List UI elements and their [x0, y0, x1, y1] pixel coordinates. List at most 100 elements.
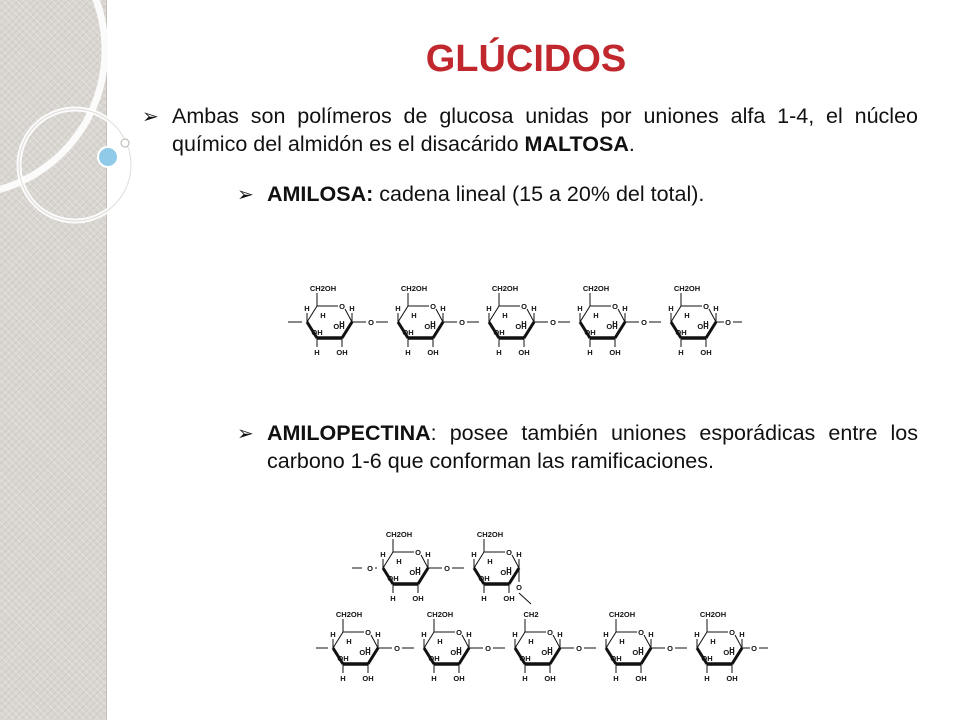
- atom-label: H: [587, 348, 592, 357]
- bullet-amilosa: ➢ AMILOSA: cadena lineal (15 a 20% del t…: [237, 180, 927, 208]
- ring-oxygen-label: O: [612, 302, 618, 311]
- atom-label: OH: [700, 348, 711, 357]
- accent-dot-icon: [97, 146, 119, 168]
- bond-bold: [366, 647, 380, 665]
- bond-line: [370, 634, 379, 649]
- atom-label: OH: [493, 328, 504, 337]
- ch2oh-label: CH2: [523, 610, 538, 619]
- atom-label: H: [593, 311, 598, 320]
- atom-label: OH: [675, 328, 686, 337]
- ring-oxygen-label: O: [339, 302, 345, 311]
- ring-oxygen-label: O: [415, 548, 421, 557]
- bond-bold: [340, 321, 354, 339]
- bond-line: [306, 305, 318, 323]
- atom-label: OH: [412, 594, 423, 603]
- atom-label: OH: [519, 654, 530, 663]
- atom-label: OH: [402, 328, 413, 337]
- atom-label: H: [421, 630, 426, 639]
- atom-label: H: [557, 630, 562, 639]
- ch2oh-label: CH2OH: [401, 284, 427, 293]
- atom-label: H: [349, 304, 354, 313]
- atom-label: H: [619, 637, 624, 646]
- bond-bold: [639, 647, 653, 665]
- atom-label: H: [522, 674, 527, 683]
- atom-label: H: [340, 674, 345, 683]
- atom-label: H: [496, 348, 501, 357]
- atom-label: H: [739, 630, 744, 639]
- atom-label: H: [694, 630, 699, 639]
- bond-bold: [396, 321, 410, 339]
- bond-line: [514, 631, 526, 649]
- bullet-strong: MALTOSA: [524, 132, 629, 156]
- bond-line: [511, 554, 520, 569]
- ch2oh-label: CH2OH: [700, 610, 726, 619]
- atom-label: H: [528, 637, 533, 646]
- ring-oxygen-label: O: [430, 302, 436, 311]
- atom-label: OH: [723, 648, 734, 657]
- atom-label: OH: [359, 648, 370, 657]
- ch2oh-label: CH2OH: [310, 284, 336, 293]
- bond-line: [344, 308, 353, 323]
- atom-label: OH: [337, 654, 348, 663]
- ch2oh-label: CH2OH: [386, 530, 412, 539]
- glycosidic-oxygen-label: O: [576, 644, 582, 653]
- atom-label: H: [395, 304, 400, 313]
- atom-label: OH: [427, 348, 438, 357]
- atom-label: H: [638, 645, 643, 654]
- bond-bold: [613, 321, 627, 339]
- atom-label: H: [729, 645, 734, 654]
- bond-line: [734, 634, 743, 649]
- atom-label: OH: [362, 674, 373, 683]
- atom-label: H: [704, 674, 709, 683]
- atom-label: OH: [428, 654, 439, 663]
- atom-label: H: [710, 637, 715, 646]
- glycosidic-oxygen-label: O: [667, 644, 673, 653]
- glycosidic-oxygen-label: O: [394, 644, 400, 653]
- bond-bold: [472, 567, 486, 585]
- bond-bold: [730, 647, 744, 665]
- atom-label: H: [648, 630, 653, 639]
- bond-line: [670, 305, 682, 323]
- bullet-maltose: ➢ Ambas son polímeros de glucosa unidas …: [142, 102, 918, 158]
- atom-label: H: [506, 565, 511, 574]
- atom-label: H: [437, 637, 442, 646]
- atom-label: OH: [503, 594, 514, 603]
- atom-label: OH: [500, 568, 511, 577]
- atom-label: H: [612, 319, 617, 328]
- bond-bold: [513, 647, 527, 665]
- bond-line: [488, 305, 500, 323]
- atom-label: OH: [478, 574, 489, 583]
- slide-title: GLÚCIDOS: [425, 38, 627, 80]
- bond-line: [643, 634, 652, 649]
- bond-bold: [604, 647, 618, 665]
- atom-label: OH: [609, 348, 620, 357]
- atom-label: OH: [453, 674, 464, 683]
- glycosidic-oxygen-label: O: [641, 318, 647, 327]
- glycosidic-oxygen-label: O: [444, 564, 450, 573]
- bond-bold: [381, 567, 395, 585]
- bullet-tail: cadena lineal (15 a 20% del total).: [373, 182, 705, 206]
- atom-label: H: [684, 311, 689, 320]
- atom-label: H: [456, 645, 461, 654]
- atom-label: H: [380, 550, 385, 559]
- bond-bold: [305, 321, 319, 339]
- atom-label: OH: [450, 648, 461, 657]
- bond-line: [473, 551, 485, 569]
- bond-bold: [507, 567, 521, 585]
- glycosidic-oxygen-label: O: [367, 564, 373, 573]
- atom-label: OH: [333, 322, 344, 331]
- branch-oxygen-label: O: [516, 583, 522, 592]
- bond-line: [617, 308, 626, 323]
- bond-line: [605, 631, 617, 649]
- branch-bond: [518, 592, 532, 605]
- bullet-amilopectina: ➢ AMILOPECTINA: posee también uniones es…: [237, 419, 918, 475]
